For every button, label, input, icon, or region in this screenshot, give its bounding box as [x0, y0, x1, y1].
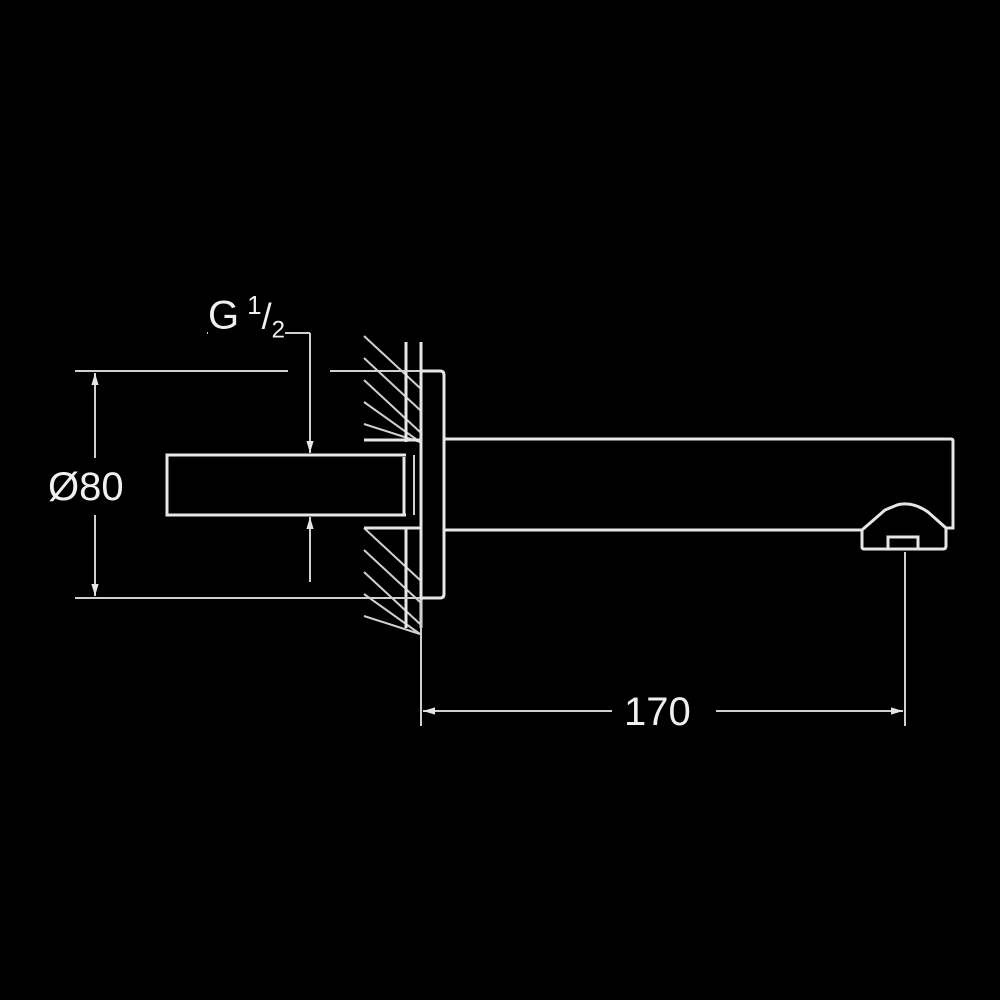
- rosette-flange: [421, 369, 446, 600]
- hatch-line: [363, 379, 421, 433]
- hatch-line: [363, 615, 421, 635]
- wall: [364, 342, 423, 628]
- hatch-line: [363, 357, 421, 411]
- diameter-label: Ø80: [48, 465, 124, 509]
- connection-pipe: [165, 453, 415, 517]
- projection-label: 170: [624, 690, 691, 734]
- hatch-line: [363, 593, 421, 635]
- dimension-diameter: [75, 370, 420, 599]
- spout-body: [444, 437, 955, 532]
- hatch-line: [363, 401, 421, 443]
- hatch-line: [363, 549, 421, 603]
- dimension-projection: [420, 552, 906, 726]
- hatch-line: [363, 527, 421, 581]
- wall-hatching: [363, 335, 421, 635]
- aerator-outlet: [860, 528, 948, 551]
- hatch-line: [363, 335, 421, 389]
